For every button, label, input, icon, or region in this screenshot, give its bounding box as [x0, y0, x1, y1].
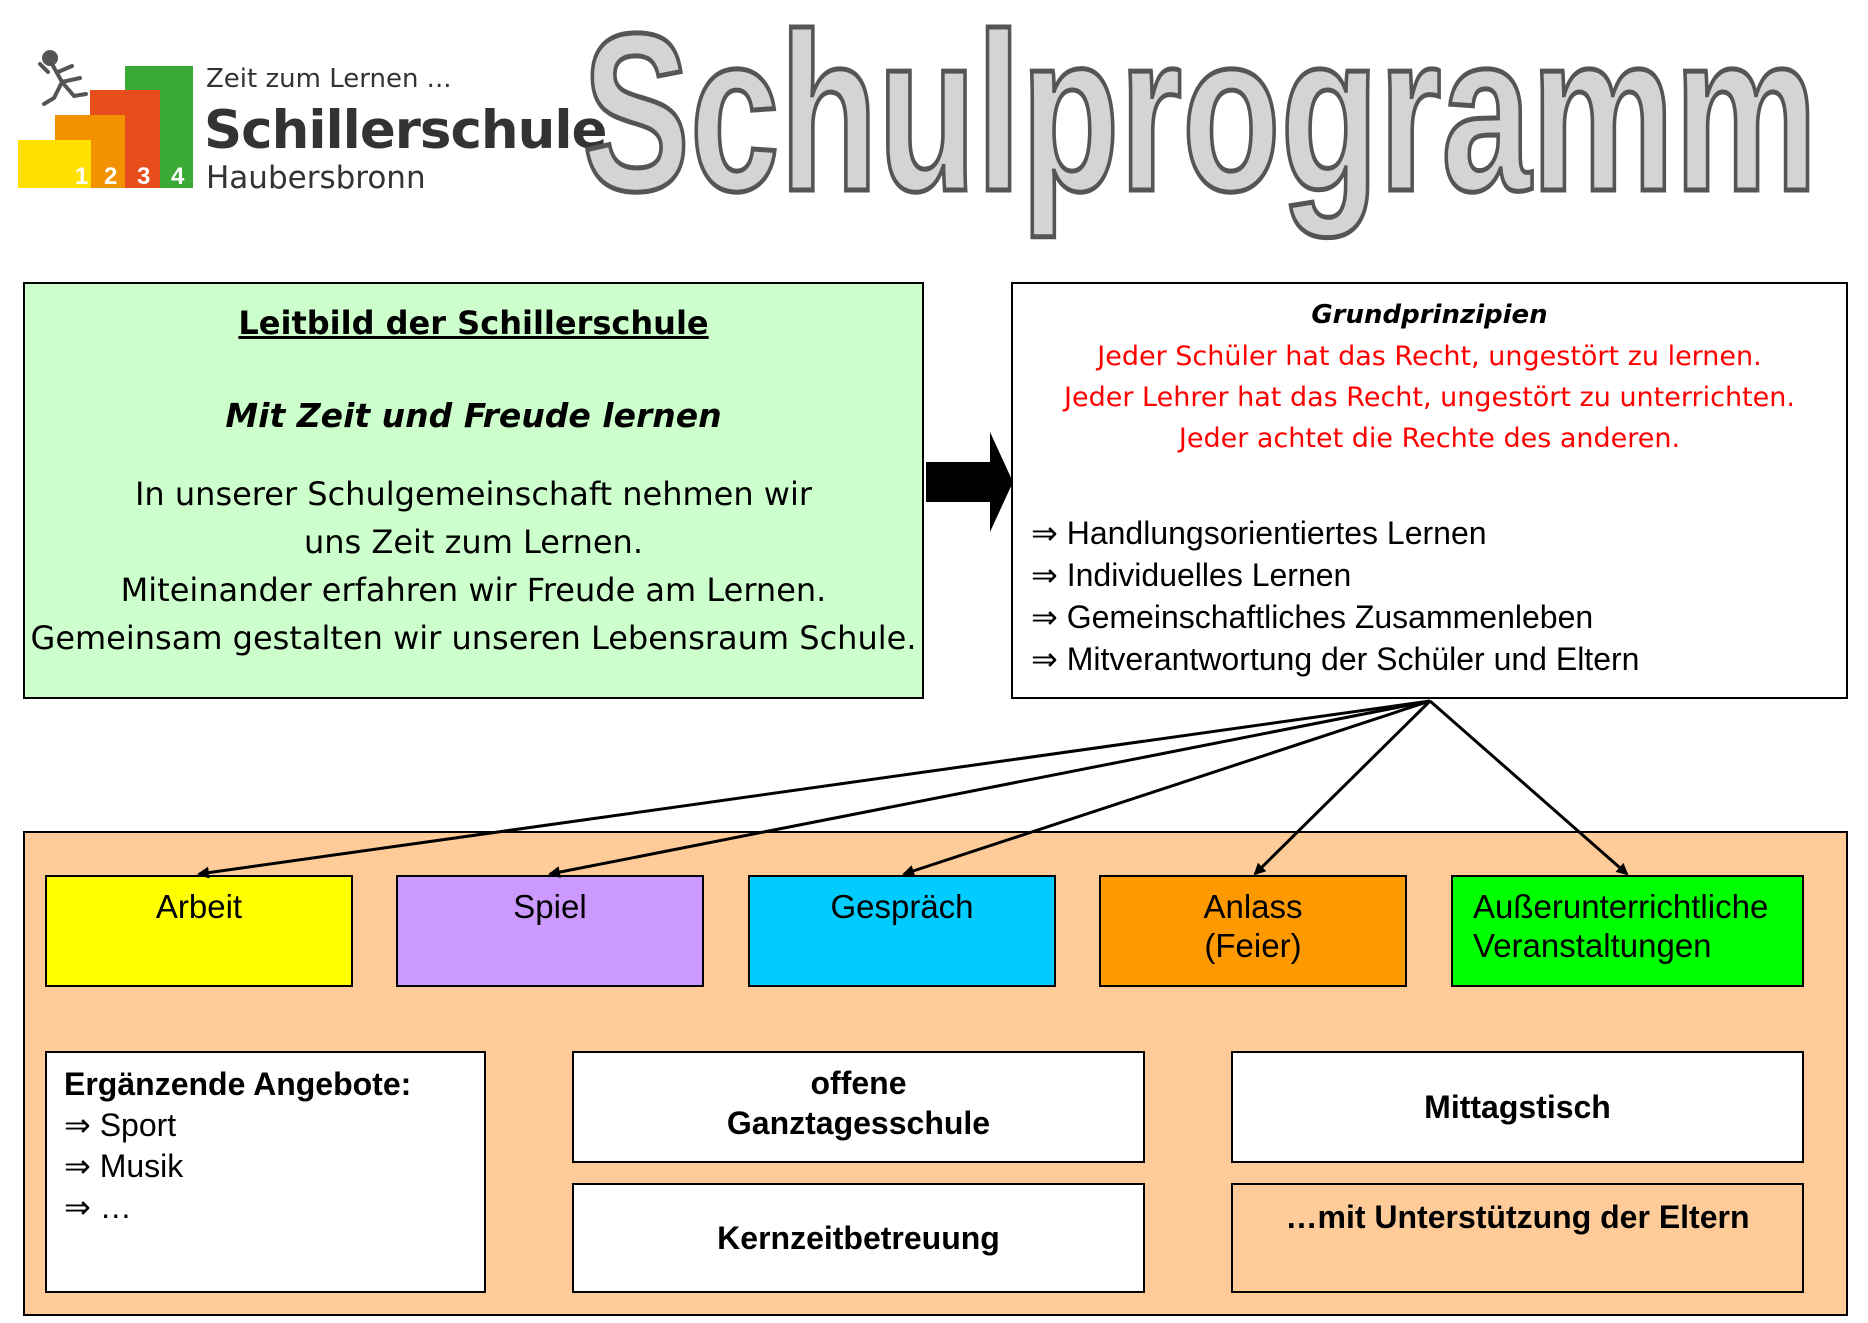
implies-arrow-icon: ⇒	[64, 1189, 91, 1225]
logo-step-label-2: 2	[104, 163, 117, 190]
mittagstisch-box: Mittagstisch	[1231, 1051, 1804, 1163]
leitbild-heading: Leitbild der Schillerschule	[238, 304, 709, 342]
implies-arrow-icon: ⇒	[1031, 641, 1058, 677]
implies-arrow-icon: ⇒	[1031, 599, 1058, 635]
angebote-item: ⇒ …	[64, 1189, 132, 1225]
connector-spiel	[548, 699, 1431, 878]
connector-arbeit	[197, 699, 1431, 879]
connector-anlass	[1253, 699, 1432, 876]
connector-gespraech	[902, 699, 1431, 877]
grundprinzipien-heading: Grundprinzipien	[1311, 300, 1548, 330]
flow-arrow-icon	[926, 432, 1013, 532]
leitbild-line: Gemeinsam gestalten wir unseren Lebensra…	[30, 619, 917, 657]
leitbild-box: Leitbild der Schillerschule Mit Zeit und…	[23, 282, 924, 699]
implies-arrow-icon: ⇒	[64, 1107, 91, 1143]
logo-tagline: Zeit zum Lernen ...	[206, 64, 452, 94]
leitbild-line: uns Zeit zum Lernen.	[303, 523, 643, 561]
rule-line: Jeder achtet die Rechte des anderen.	[1178, 423, 1681, 454]
implies-arrow-icon: ⇒	[64, 1148, 91, 1184]
leitbild-text: In unserer Schulgemeinschaft nehmen wir …	[25, 470, 922, 662]
leitbild-line: In unserer Schulgemeinschaft nehmen wir	[134, 475, 813, 513]
category-anlass: Anlass(Feier)	[1099, 875, 1407, 987]
principle-item: ⇒ Handlungsorientiertes Lernen	[1031, 515, 1487, 551]
running-figure-icon	[38, 50, 88, 106]
angebote-heading: Ergänzende Angebote:	[64, 1066, 412, 1102]
principles-list: ⇒ Handlungsorientiertes Lernen ⇒ Individ…	[1031, 512, 1639, 680]
logo-step-label-1: 1	[75, 163, 88, 190]
kernzeitbetreuung-box: Kernzeitbetreuung	[572, 1183, 1145, 1293]
principle-item: ⇒ Individuelles Lernen	[1031, 557, 1352, 593]
angebote-item: ⇒ Musik	[64, 1148, 184, 1184]
leitbild-motto: Mit Zeit und Freude lernen	[225, 396, 722, 435]
principle-item: ⇒ Mitverantwortung der Schüler und Elter…	[1031, 641, 1640, 677]
logo-town: Haubersbronn	[206, 160, 426, 196]
logo-step-label-4: 4	[171, 163, 185, 190]
logo-step-1	[18, 140, 91, 188]
page-title-graphic: Schulprogramm	[580, 0, 1820, 241]
angebote-item: ⇒ Sport	[64, 1107, 177, 1143]
logo-school-name: Schillerschule	[204, 100, 607, 161]
logo-step-label-3: 3	[137, 163, 150, 190]
category-gespraech: Gespräch	[748, 875, 1056, 987]
grundprinzipien-rules: Jeder Schüler hat das Recht, ungestört z…	[1013, 336, 1846, 459]
rule-line: Jeder Schüler hat das Recht, ungestört z…	[1097, 341, 1762, 372]
leitbild-line: Miteinander erfahren wir Freude am Lerne…	[120, 571, 827, 609]
implies-arrow-icon: ⇒	[1031, 557, 1058, 593]
grundprinzipien-box: Grundprinzipien Jeder Schüler hat das Re…	[1011, 282, 1848, 699]
angebote-box: Ergänzende Angebote: ⇒ Sport ⇒ Musik ⇒ …	[45, 1051, 486, 1293]
rule-line: Jeder Lehrer hat das Recht, ungestört zu…	[1064, 382, 1795, 413]
connector-ausserunterrichtlich	[1429, 699, 1629, 876]
implies-arrow-icon: ⇒	[1031, 515, 1058, 551]
page-title: Schulprogramm	[583, 0, 1818, 238]
eltern-box: …mit Unterstützung der Eltern	[1231, 1183, 1804, 1293]
principle-item: ⇒ Gemeinschaftliches Zusammenleben	[1031, 599, 1594, 635]
